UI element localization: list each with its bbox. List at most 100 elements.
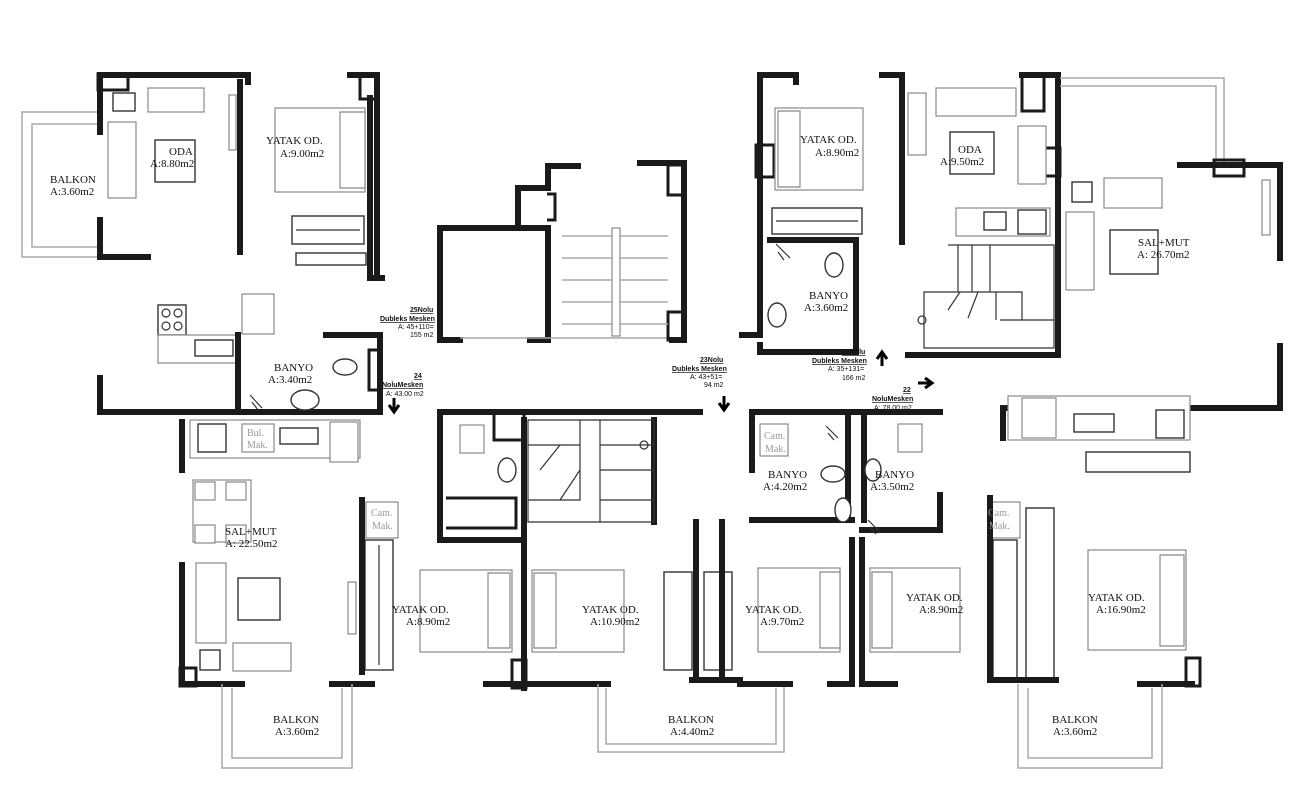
unit-subtitle: Dubleks Mesken — [380, 316, 435, 323]
room-area: A:8.80m2 — [150, 158, 194, 170]
room-name: BALKON — [273, 714, 319, 726]
stove — [157, 304, 187, 336]
unit-total: 166 m2 — [842, 375, 865, 382]
stove — [1155, 409, 1185, 439]
chair — [194, 524, 216, 544]
appliance-label: Mak. — [247, 440, 268, 451]
sink-basin — [332, 358, 358, 376]
unit-subtitle: NoluMesken — [382, 382, 423, 389]
chair — [225, 524, 247, 544]
room-area: A:9.70m2 — [760, 616, 804, 628]
unit-area: A: 35+131= — [828, 366, 864, 373]
wall — [859, 537, 898, 687]
sofa — [107, 121, 137, 199]
entrance-arrow — [717, 396, 731, 413]
room-name: BANYO — [809, 290, 848, 302]
wall — [757, 72, 799, 85]
balcony-outline-inner — [605, 688, 777, 745]
column — [754, 143, 776, 179]
toilet — [290, 389, 320, 411]
column — [510, 658, 528, 690]
wardrobe — [703, 571, 733, 671]
wall — [97, 217, 151, 260]
unit-subtitle: Dubleks Mesken — [672, 366, 727, 373]
sofa — [232, 642, 292, 672]
shower — [249, 394, 263, 411]
entrance-arrow — [918, 376, 935, 390]
room-area: A:8.90m2 — [406, 616, 450, 628]
wall — [693, 519, 725, 683]
entrance-arrow — [875, 349, 889, 366]
wall — [97, 375, 383, 415]
room-name: ODA — [169, 146, 193, 158]
wardrobe — [1025, 507, 1055, 679]
wall — [879, 72, 905, 245]
stair-post — [917, 315, 927, 325]
window — [347, 581, 357, 635]
window — [907, 92, 927, 156]
stove — [1017, 209, 1047, 235]
toilet — [834, 497, 852, 523]
sink — [983, 211, 1007, 231]
room-area: A:10.90m2 — [590, 616, 640, 628]
unit-title: 23Nolu — [700, 357, 723, 364]
room-name: YATAK OD. — [266, 135, 323, 147]
appliance-label: Bul. — [247, 428, 264, 439]
dishwasher — [365, 501, 399, 539]
window — [228, 94, 237, 151]
wall — [437, 409, 521, 543]
room-area: A:3.60m2 — [1053, 726, 1097, 738]
burner — [161, 321, 171, 331]
shelf — [295, 252, 367, 266]
sofa — [1103, 177, 1163, 209]
stair-treads — [947, 245, 1054, 321]
room-area: A: 26.70m2 — [1137, 249, 1190, 261]
shower — [825, 425, 839, 441]
room-name: SAL+MUT — [225, 526, 277, 538]
side-table — [112, 92, 136, 112]
room-name: YATAK OD. — [800, 134, 857, 146]
burner — [161, 308, 171, 318]
sink-basin — [897, 423, 923, 453]
coffee-table — [154, 139, 196, 183]
unit-title: 22 — [903, 387, 911, 394]
room-name: YATAK OD. — [1088, 592, 1145, 604]
sink — [1073, 413, 1115, 433]
column — [666, 310, 686, 342]
pillow — [1159, 554, 1185, 647]
pillow — [871, 571, 893, 649]
washing-machine — [241, 423, 275, 453]
wardrobe — [992, 539, 1018, 679]
room-area: A:3.50m2 — [870, 481, 914, 493]
room-area: A:4.40m2 — [670, 726, 714, 738]
appliance-label: Cam. — [764, 431, 785, 442]
unit-area: A: 78.00 m2 — [874, 405, 912, 412]
shower — [446, 496, 518, 530]
unit-area: A: 45+110= — [398, 324, 434, 331]
unit-total: 94 m2 — [704, 382, 724, 389]
wall — [749, 492, 943, 533]
stair-post — [639, 440, 649, 450]
toilet — [824, 252, 844, 278]
shower — [867, 519, 881, 535]
fridge — [1021, 397, 1057, 439]
chair — [225, 481, 247, 501]
entrance-arrow — [387, 398, 401, 415]
unit-area: A: 43+51= — [690, 374, 722, 381]
unit-title: 21Nolu — [842, 349, 865, 356]
pillow — [533, 572, 557, 649]
shelf — [1085, 451, 1191, 473]
column — [666, 163, 686, 197]
column — [358, 73, 380, 101]
unit-total: 155 m2 — [410, 332, 433, 339]
balcony-outline — [21, 111, 100, 258]
room-name: ODA — [958, 144, 982, 156]
room-area: A:16.90m2 — [1096, 604, 1146, 616]
room-area: A:8.90m2 — [919, 604, 963, 616]
room-area: A:3.40m2 — [268, 374, 312, 386]
chair — [194, 481, 216, 501]
room-area: A:8.90m2 — [815, 147, 859, 159]
balcony-outline-inner — [1027, 688, 1153, 759]
column — [96, 72, 130, 92]
fridge — [241, 293, 275, 335]
